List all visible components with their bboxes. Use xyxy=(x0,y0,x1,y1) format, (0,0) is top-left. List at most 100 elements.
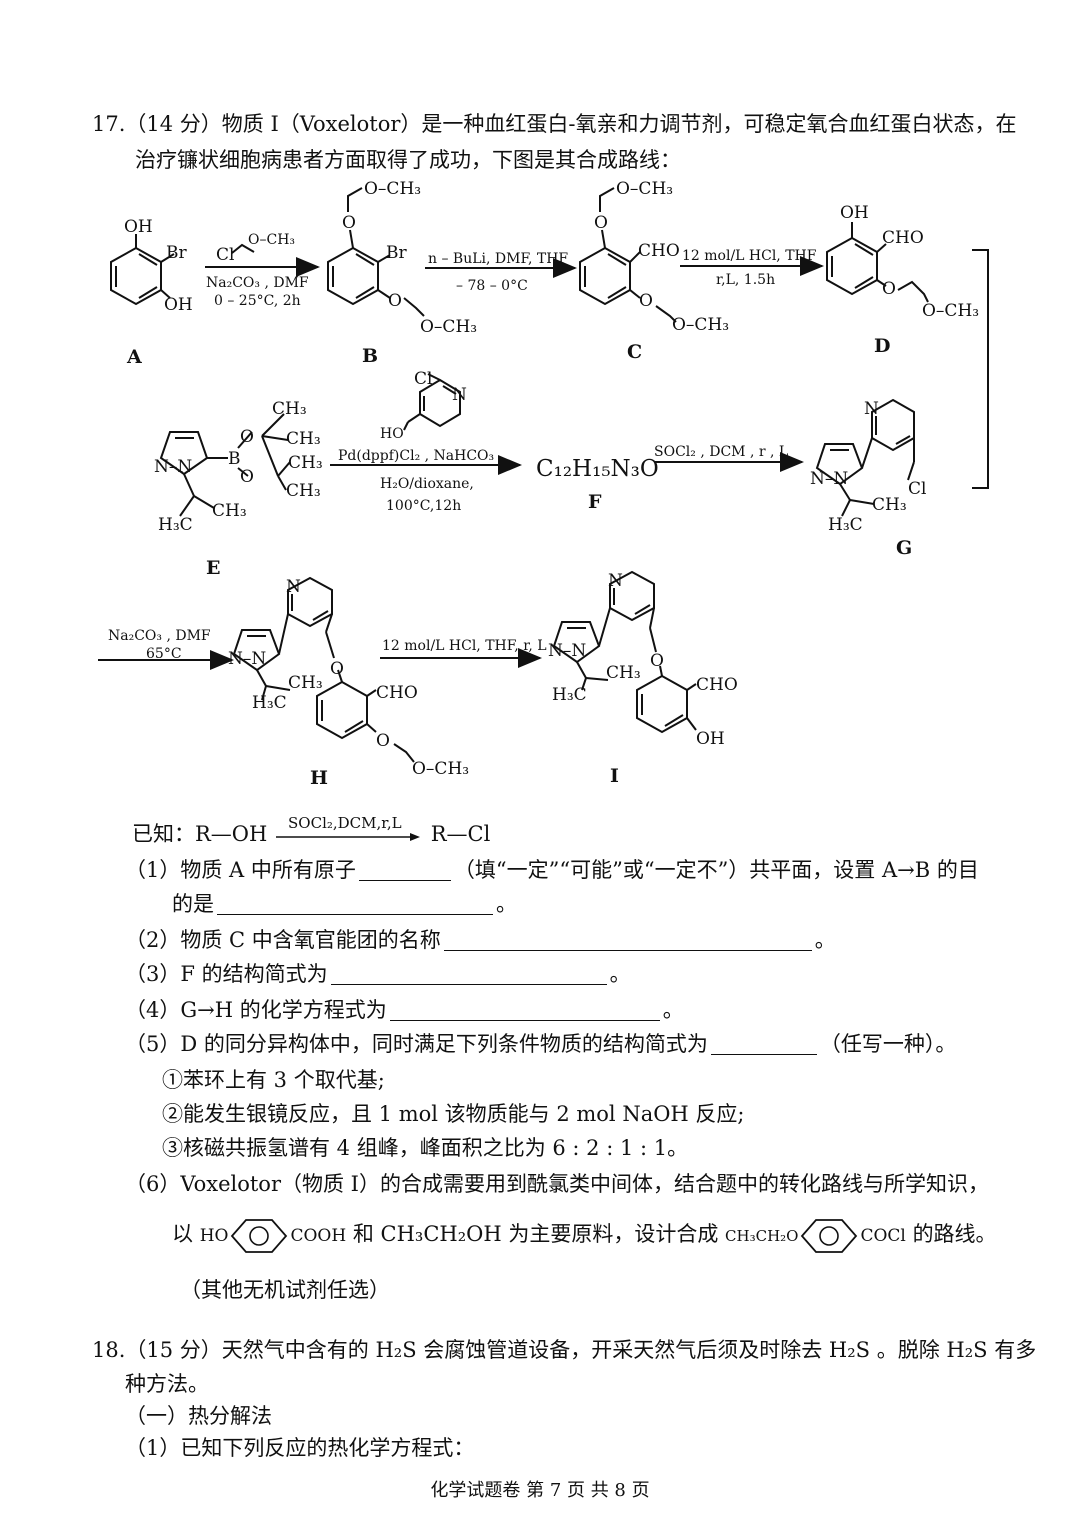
q17-sub6-note: （其他无机试剂任选） xyxy=(180,1278,390,1302)
g-n-ring: N–N xyxy=(810,469,848,489)
label-h: H xyxy=(310,767,328,789)
q17-sub1-purpose: 的是 xyxy=(172,892,214,916)
e-ch3-4: CH₃ xyxy=(286,481,321,501)
i-ch3: CH₃ xyxy=(606,663,641,683)
h-o-ether: O xyxy=(330,659,344,679)
ef-conditions-1: Pd(dppf)Cl₂ , NaHCO₃ xyxy=(338,448,494,464)
answer-blank-4[interactable] xyxy=(389,1000,660,1021)
label-e: E xyxy=(206,557,220,579)
q17-sub1-prefix: （1）物质 A 中所有原子 xyxy=(125,858,356,882)
label-g: G xyxy=(896,537,912,559)
known-reaction: 已知：R—OH SOCl₂,DCM,r,L R—Cl xyxy=(132,814,491,849)
q17-sub6-mid: 和 CH₃CH₂OH 为主要原料，设计合成 xyxy=(352,1222,719,1246)
e-ch3-2: CH₃ xyxy=(286,429,321,449)
label-b: B xyxy=(362,345,378,367)
a-br: Br xyxy=(166,243,187,263)
d-o: O xyxy=(882,279,896,299)
c-och3-bottom: O–CH₃ xyxy=(672,315,729,335)
c-o-bottom: O xyxy=(639,291,653,311)
label-i: I xyxy=(610,765,619,787)
h-n-ring: N–N xyxy=(228,649,266,669)
q17-sub2-text: （2）物质 C 中含氧官能团的名称 xyxy=(125,928,441,952)
q17-sub1-suffix: （填“一定”“可能”或“一定不”）共平面，设置 A→B 的目 xyxy=(453,858,979,882)
q17-sub6-line1: （6）Voxelotor（物质 I）的合成需要用到酰氯类中间体，结合题中的转化路… xyxy=(125,1172,989,1196)
ab-reagent-och3: O–CH₃ xyxy=(248,232,295,248)
start-material-ho: HO xyxy=(199,1226,229,1246)
known-arrow: SOCl₂,DCM,r,L xyxy=(274,814,424,849)
known-reagent: SOCl₂,DCM,r,L xyxy=(288,813,402,832)
e-ch3-1: CH₃ xyxy=(272,399,307,419)
g-h3c: H₃C xyxy=(828,515,863,535)
known-reactant: 已知：R—OH xyxy=(132,822,268,846)
answer-blank-1b[interactable] xyxy=(217,894,493,915)
d-cho: CHO xyxy=(882,228,924,248)
b-o-bottom: O xyxy=(388,291,402,311)
q17-sub3-text: （3）F 的结构简式为 xyxy=(125,962,328,986)
h-ch3: CH₃ xyxy=(288,673,323,693)
reagent-n: N xyxy=(452,385,467,405)
gh-conditions-2: 65°C xyxy=(146,646,182,662)
h-h3c: H₃C xyxy=(252,693,287,713)
i-o-ether: O xyxy=(650,651,664,671)
e-b: B xyxy=(228,449,241,469)
ab-conditions-1: Na₂CO₃ , DMF xyxy=(206,275,309,291)
e-o-top: O xyxy=(240,427,254,447)
q17-condition-3: ③核磁共振氢谱有 4 组峰，峰面积之比为 6 : 2 : 1 : 1。 xyxy=(162,1136,689,1160)
ab-reagent-cl: Cl xyxy=(216,245,234,265)
compound-e-structure xyxy=(159,413,291,517)
known-product: R—Cl xyxy=(430,822,491,846)
bc-conditions-1: n – BuLi, DMF, THF xyxy=(428,251,568,267)
q18-line1: 18.（15 分）天然气中含有的 H₂S 会腐蚀管道设备，开采天然气后须及时除去… xyxy=(92,1338,1037,1362)
q17-sub6-line2: 以 HO COOH 和 CH₃CH₂OH 为主要原料，设计合成 CH₃CH₂O … xyxy=(172,1214,997,1254)
answer-blank-5[interactable] xyxy=(710,1034,817,1055)
q18-section: （一）热分解法 xyxy=(125,1404,272,1428)
h-cho: CHO xyxy=(376,683,418,703)
i-n-pyridine: N xyxy=(608,571,623,591)
period: 。 xyxy=(496,892,517,916)
b-och3-bottom: O–CH₃ xyxy=(420,317,477,337)
compound-c-structure xyxy=(579,187,677,323)
q17-sub6-yi: 以 xyxy=(172,1222,193,1246)
q17-sub4: （4）G→H 的化学方程式为。 xyxy=(125,996,684,1024)
compound-i-structure xyxy=(552,570,697,734)
cd-conditions-2: r,L, 1.5h xyxy=(716,272,775,288)
answer-blank-2[interactable] xyxy=(443,930,812,951)
pyridine-reagent-structure xyxy=(403,373,461,431)
fg-conditions-1: SOCl₂ , DCM , r , L xyxy=(654,444,788,460)
i-cho: CHO xyxy=(696,675,738,695)
answer-blank-3[interactable] xyxy=(330,964,607,985)
q18-line2: 种方法。 xyxy=(125,1372,209,1396)
q17-header-line2: 治疗镰状细胞病患者方面取得了成功，下图是其合成路线： xyxy=(135,148,681,172)
compound-g-structure xyxy=(815,398,915,517)
q17-sub1-line1: （1）物质 A 中所有原子 （填“一定”“可能”或“一定不”）共平面，设置 A→B… xyxy=(125,856,979,884)
answer-blank-1a[interactable] xyxy=(358,860,451,881)
i-h3c: H₃C xyxy=(552,685,587,705)
period: 。 xyxy=(609,962,631,986)
q17-sub5-text: （5）D 的同分异构体中，同时满足下列条件物质的结构简式为 xyxy=(125,1032,708,1056)
a-oh-bottom: OH xyxy=(164,295,193,315)
i-n-ring: N–N xyxy=(548,641,586,661)
f-formula: C₁₂H₁₅N₃O xyxy=(536,456,659,482)
g-cl: Cl xyxy=(908,479,926,499)
gh-conditions-1: Na₂CO₃ , DMF xyxy=(108,628,211,644)
b-och3-top: O–CH₃ xyxy=(364,179,421,199)
compound-a-structure xyxy=(110,234,175,306)
i-oh: OH xyxy=(696,729,725,749)
target-cocl: COCl xyxy=(860,1226,906,1246)
a-oh-top: OH xyxy=(124,217,153,237)
compound-h-structure xyxy=(232,576,415,763)
h-n-pyridine: N xyxy=(286,577,301,597)
compound-b-structure xyxy=(327,187,425,317)
h-o-mom: O xyxy=(376,731,390,751)
target-ethoxy: CH₃CH₂O xyxy=(725,1227,799,1245)
q17-sub2: （2）物质 C 中含氧官能团的名称。 xyxy=(125,926,836,954)
q17-sub6-end: 的路线。 xyxy=(912,1222,997,1246)
q17-condition-2: ②能发生银镜反应，且 1 mol 该物质能与 2 mol NaOH 反应; xyxy=(162,1102,745,1126)
b-o-top: O xyxy=(342,213,356,233)
b-br: Br xyxy=(386,243,407,263)
g-n-pyridine: N xyxy=(864,399,879,419)
q17-header-line1: 17.（14 分）物质 I（Voxelotor）是一种血红蛋白-氧亲和力调节剂，… xyxy=(92,112,1017,136)
d-oh: OH xyxy=(840,203,869,223)
period: 。 xyxy=(662,998,684,1022)
